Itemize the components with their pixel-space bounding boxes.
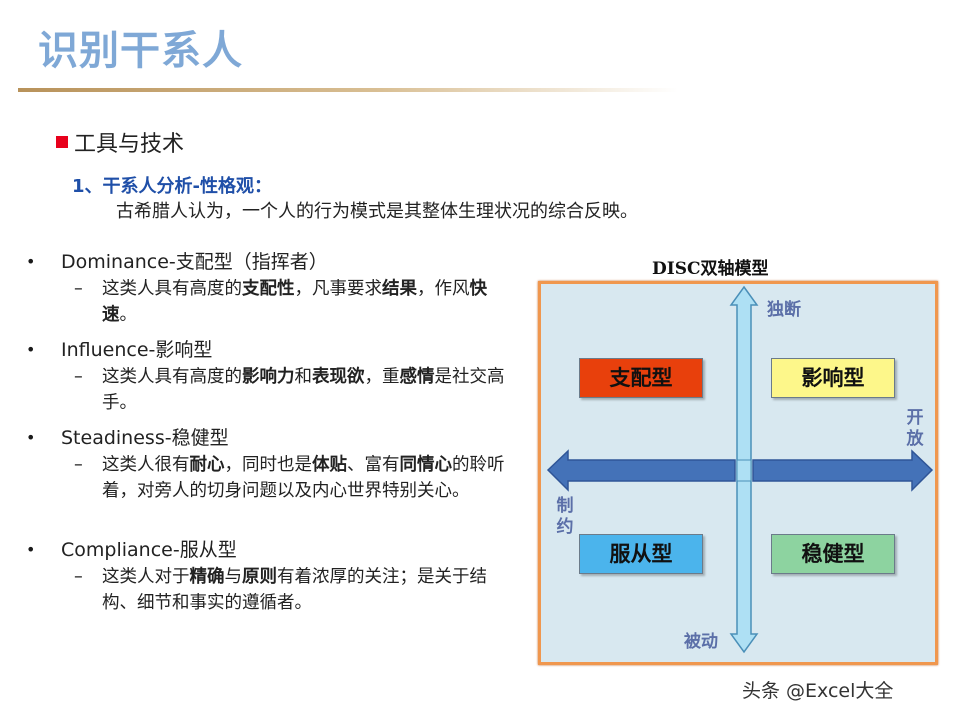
description-text: 这类人对于 <box>102 567 190 587</box>
bullet-icon: • <box>26 252 36 271</box>
description-text: 这类人具有高度的 <box>102 279 242 299</box>
list-item-influence: • Influence-影响型 –这类人具有高度的影响力和表现欲，重感情是社交高… <box>22 336 510 424</box>
dash-icon: – <box>74 567 83 587</box>
item-description: –这类人对于精确与原则有着浓厚的关注；是关于结构、细节和事实的遵循者。 <box>74 564 510 616</box>
title-divider <box>18 88 678 92</box>
horizontal-axis-arrow-right <box>752 449 934 492</box>
item-heading: Steadiness-稳健型 <box>61 427 229 449</box>
emphasized-text: 原则 <box>242 567 277 587</box>
disc-list: • Dominance-支配型（指挥者） –这类人具有高度的支配性，凡事要求结果… <box>22 248 510 620</box>
description-text: 。 <box>119 305 138 325</box>
description-text: 有着浓厚的关注；是关于结构、细节和事实的遵循者。 <box>102 567 487 613</box>
quadrant-steadiness: 稳健型 <box>771 534 895 574</box>
quadrant-dominance: 支配型 <box>579 358 703 398</box>
emphasized-text: 体贴 <box>312 455 347 475</box>
description-text: ，重 <box>364 367 400 387</box>
description: 古希腊人认为，一个人的行为模式是其整体生理状况的综合反映。 <box>116 201 638 222</box>
description-text: 和 <box>294 367 313 387</box>
description-text: 的聆听着，对旁人的切身问题以及内心世界特别关心。 <box>102 455 505 501</box>
item-description: –这类人很有耐心，同时也是体贴、富有同情心的聆听着，对旁人的切身问题以及内心世界… <box>74 452 510 504</box>
disc-model-diagram: 支配型 影响型 服从型 稳健型 独断 被动 开放 制约 <box>538 281 938 665</box>
emphasized-text: 影响力 <box>242 367 295 387</box>
item-heading: Dominance-支配型（指挥者） <box>61 251 328 273</box>
slide-title: 识别干系人 <box>38 28 243 74</box>
description-text: ，凡事要求 <box>294 279 383 299</box>
dash-icon: – <box>74 367 83 387</box>
dash-icon: – <box>74 279 83 299</box>
emphasized-text: 表现欲 <box>312 367 365 387</box>
section-heading: 工具与技术 <box>56 126 184 158</box>
description-text: ，同时也是 <box>224 455 313 475</box>
subheading: 1、干系人分析-性格观： <box>72 176 272 197</box>
description-text: 这类人具有高度的 <box>102 367 242 387</box>
list-item-dominance: • Dominance-支配型（指挥者） –这类人具有高度的支配性，凡事要求结果… <box>22 248 510 336</box>
model-title: DISC双轴模型 <box>652 259 769 279</box>
list-item-compliance: • Compliance-服从型 –这类人对于精确与原则有着浓厚的关注；是关于结… <box>22 536 510 620</box>
description-text: 这类人很有 <box>102 455 190 475</box>
quadrant-compliance: 服从型 <box>579 534 703 574</box>
description-text: 与 <box>224 567 243 587</box>
description-text: 、富有 <box>347 455 400 475</box>
item-description: –这类人具有高度的影响力和表现欲，重感情是社交高手。 <box>74 364 510 416</box>
bullet-icon: • <box>26 428 36 447</box>
emphasized-text: 同情心 <box>399 455 453 475</box>
emphasized-text: 结果 <box>382 279 417 299</box>
item-heading: Compliance-服从型 <box>61 539 237 561</box>
emphasized-text: 感情 <box>399 367 435 387</box>
emphasized-text: 快速 <box>102 279 487 325</box>
axes-arrows <box>546 285 934 654</box>
emphasized-text: 精确 <box>189 567 225 587</box>
red-square-bullet-icon <box>56 136 68 148</box>
section-label: 工具与技术 <box>74 132 185 157</box>
horizontal-axis-arrow <box>546 449 736 492</box>
emphasized-text: 支配性 <box>242 279 295 299</box>
axis-label-top: 独断 <box>767 300 801 320</box>
bullet-icon: • <box>26 340 36 359</box>
description-text: ，作风 <box>417 279 470 299</box>
emphasized-text: 耐心 <box>189 455 225 475</box>
dash-icon: – <box>74 455 83 475</box>
item-heading: Influence-影响型 <box>61 339 213 361</box>
axis-label-right: 开放 <box>906 408 924 449</box>
description-text: 是社交高手。 <box>102 367 505 413</box>
quadrant-influence: 影响型 <box>771 358 895 398</box>
axis-label-left: 制约 <box>556 496 574 537</box>
watermark: 头条 @Excel大全 <box>742 680 894 702</box>
item-description: –这类人具有高度的支配性，凡事要求结果，作风快速。 <box>74 276 510 328</box>
axis-label-bottom: 被动 <box>684 632 718 652</box>
bullet-icon: • <box>26 540 36 559</box>
list-item-steadiness: • Steadiness-稳健型 –这类人很有耐心，同时也是体贴、富有同情心的聆… <box>22 424 510 536</box>
